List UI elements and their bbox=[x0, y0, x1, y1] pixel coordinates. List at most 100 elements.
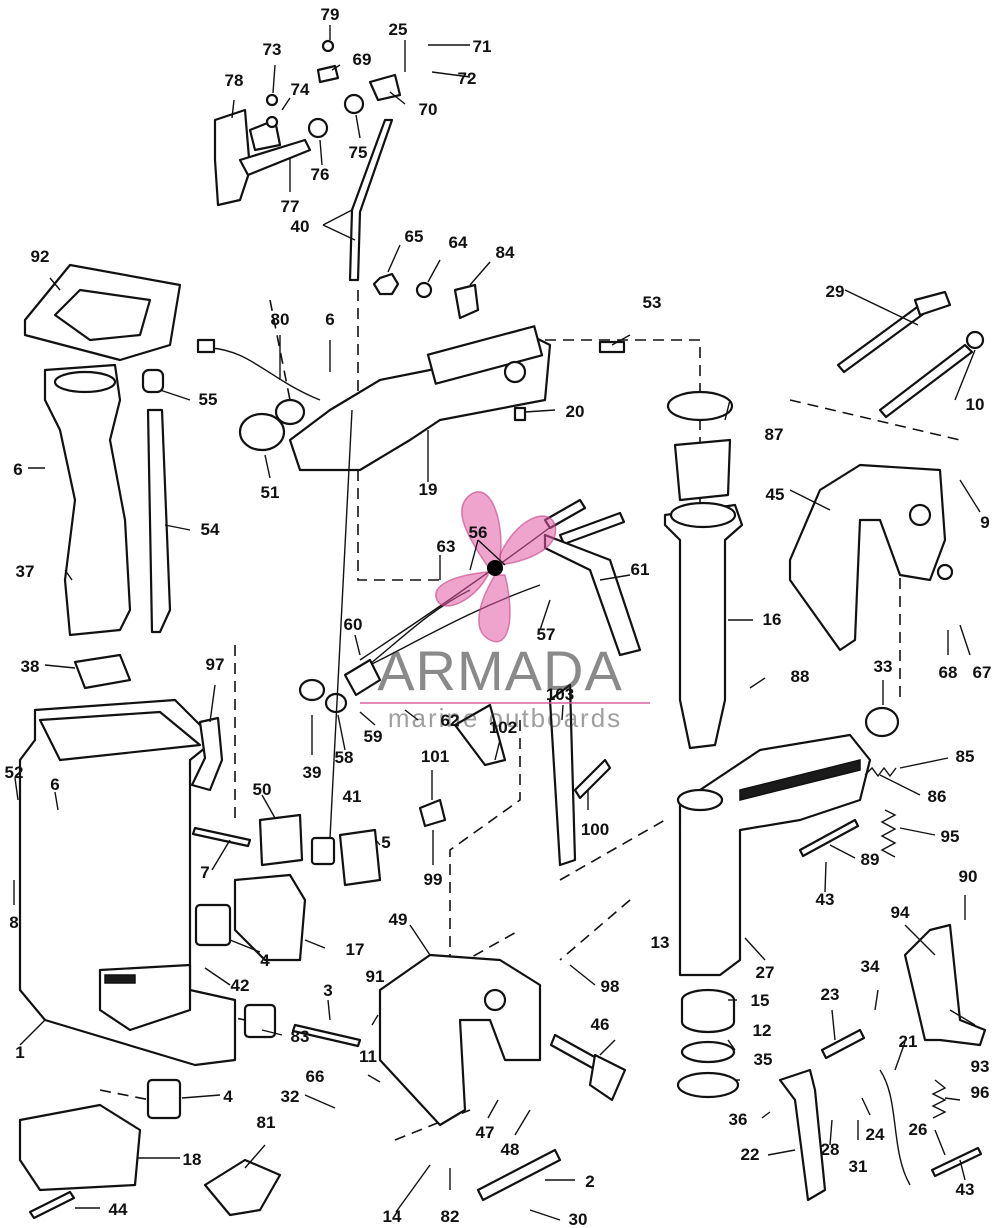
callout-91: 91 bbox=[366, 967, 385, 986]
callout-78: 78 bbox=[225, 71, 244, 90]
callout-1: 1 bbox=[15, 1043, 24, 1062]
part-stern-bracket-lower bbox=[378, 953, 542, 1127]
callout-76: 76 bbox=[311, 165, 330, 184]
callout-18: 18 bbox=[183, 1150, 202, 1169]
callout-13: 13 bbox=[651, 933, 670, 952]
callout-73: 73 bbox=[263, 40, 282, 59]
watermark-logo-icon bbox=[435, 491, 557, 643]
callout-63: 63 bbox=[437, 537, 456, 556]
callout-99: 99 bbox=[424, 870, 443, 889]
callout-7: 7 bbox=[200, 863, 209, 882]
part-swivel-tube bbox=[663, 390, 744, 750]
callout-33: 33 bbox=[874, 657, 893, 676]
callout-70: 70 bbox=[419, 100, 438, 119]
callout-24: 24 bbox=[866, 1125, 885, 1144]
callout-5: 5 bbox=[381, 833, 390, 852]
callout-80: 80 bbox=[271, 310, 290, 329]
callout-77: 77 bbox=[281, 197, 300, 216]
callout-2: 2 bbox=[585, 1172, 594, 1191]
callout-35: 35 bbox=[754, 1050, 773, 1069]
callout-69: 69 bbox=[353, 50, 372, 69]
callout-54: 54 bbox=[201, 520, 220, 539]
part-seal-ring bbox=[73, 653, 132, 690]
part-steering-arm bbox=[288, 325, 552, 472]
callout-82: 82 bbox=[441, 1207, 460, 1226]
part-clamp-bracket bbox=[203, 1158, 282, 1217]
part-clip-washer-nut bbox=[372, 272, 480, 320]
part-spring-wire bbox=[879, 1069, 911, 1186]
part-tilt-lever bbox=[778, 1068, 827, 1202]
callout-95: 95 bbox=[941, 827, 960, 846]
callout-26: 26 bbox=[909, 1120, 928, 1139]
part-stern-bracket-right bbox=[788, 463, 954, 652]
callout-14: 14 bbox=[383, 1207, 402, 1226]
callout-62: 62 bbox=[441, 711, 460, 730]
callout-86: 86 bbox=[928, 787, 947, 806]
callout-20: 20 bbox=[566, 402, 585, 421]
callout-10: 10 bbox=[966, 395, 985, 414]
callout-39: 39 bbox=[303, 763, 322, 782]
callout-52: 52 bbox=[5, 763, 24, 782]
callout-6b: 6 bbox=[13, 460, 22, 479]
callout-43a: 43 bbox=[816, 890, 835, 909]
callout-58: 58 bbox=[335, 748, 354, 767]
callout-92: 92 bbox=[31, 247, 50, 266]
callout-68: 68 bbox=[939, 663, 958, 682]
callout-94: 94 bbox=[891, 903, 910, 922]
callout-6c: 6 bbox=[50, 775, 59, 794]
part-tilt-support bbox=[903, 923, 987, 1047]
watermark-brand: ARMADA bbox=[377, 639, 623, 702]
callout-4a: 4 bbox=[260, 951, 270, 970]
callout-84: 84 bbox=[496, 243, 515, 262]
callout-51: 51 bbox=[261, 483, 280, 502]
part-swivel-bracket bbox=[676, 733, 872, 977]
callout-59: 59 bbox=[364, 727, 383, 746]
callout-79: 79 bbox=[321, 5, 340, 24]
callout-61: 61 bbox=[631, 560, 650, 579]
part-collar bbox=[238, 398, 306, 452]
callout-88: 88 bbox=[791, 667, 810, 686]
callout-47: 47 bbox=[476, 1123, 495, 1142]
callout-43b: 43 bbox=[956, 1180, 975, 1199]
callout-66: 66 bbox=[306, 1067, 325, 1086]
callout-64: 64 bbox=[449, 233, 468, 252]
callout-6a: 6 bbox=[325, 310, 334, 329]
callout-48: 48 bbox=[501, 1140, 520, 1159]
callout-labels: 1 2 3 4 4 5 6 6 6 7 8 9 10 11 12 13 14 1… bbox=[5, 5, 992, 1228]
callout-15: 15 bbox=[751, 991, 770, 1010]
callout-19: 19 bbox=[419, 480, 438, 499]
callout-40: 40 bbox=[291, 217, 310, 236]
callout-75: 75 bbox=[349, 143, 368, 162]
part-screws bbox=[513, 340, 626, 422]
callout-25: 25 bbox=[389, 20, 408, 39]
callout-17: 17 bbox=[346, 940, 365, 959]
callout-31: 31 bbox=[849, 1157, 868, 1176]
part-long-screws bbox=[28, 826, 362, 1220]
callout-65: 65 bbox=[405, 227, 424, 246]
callout-22: 22 bbox=[741, 1145, 760, 1164]
callout-74: 74 bbox=[291, 80, 310, 99]
part-rubber-mount bbox=[864, 706, 900, 738]
callout-102: 102 bbox=[489, 718, 517, 737]
callout-56: 56 bbox=[469, 523, 488, 542]
callout-72: 72 bbox=[458, 69, 477, 88]
callout-46: 46 bbox=[591, 1015, 610, 1034]
part-exhaust-housing bbox=[18, 698, 237, 1067]
part-steering-bracket bbox=[213, 108, 312, 207]
callout-44: 44 bbox=[109, 1200, 128, 1219]
callout-8: 8 bbox=[9, 913, 18, 932]
callout-29: 29 bbox=[826, 282, 845, 301]
part-pins-rods bbox=[798, 818, 983, 1178]
part-tie-rods bbox=[836, 290, 985, 419]
part-springs bbox=[864, 766, 947, 1119]
part-mount-plate-set bbox=[258, 813, 382, 887]
callout-30: 30 bbox=[569, 1210, 588, 1228]
part-bushings bbox=[676, 988, 740, 1099]
callout-55: 55 bbox=[199, 390, 218, 409]
callout-93: 93 bbox=[971, 1057, 990, 1076]
callout-32: 32 bbox=[281, 1087, 300, 1106]
callout-90: 90 bbox=[959, 867, 978, 886]
part-linkage bbox=[418, 683, 612, 867]
callout-67: 67 bbox=[973, 663, 992, 682]
callout-3: 3 bbox=[323, 981, 332, 1000]
